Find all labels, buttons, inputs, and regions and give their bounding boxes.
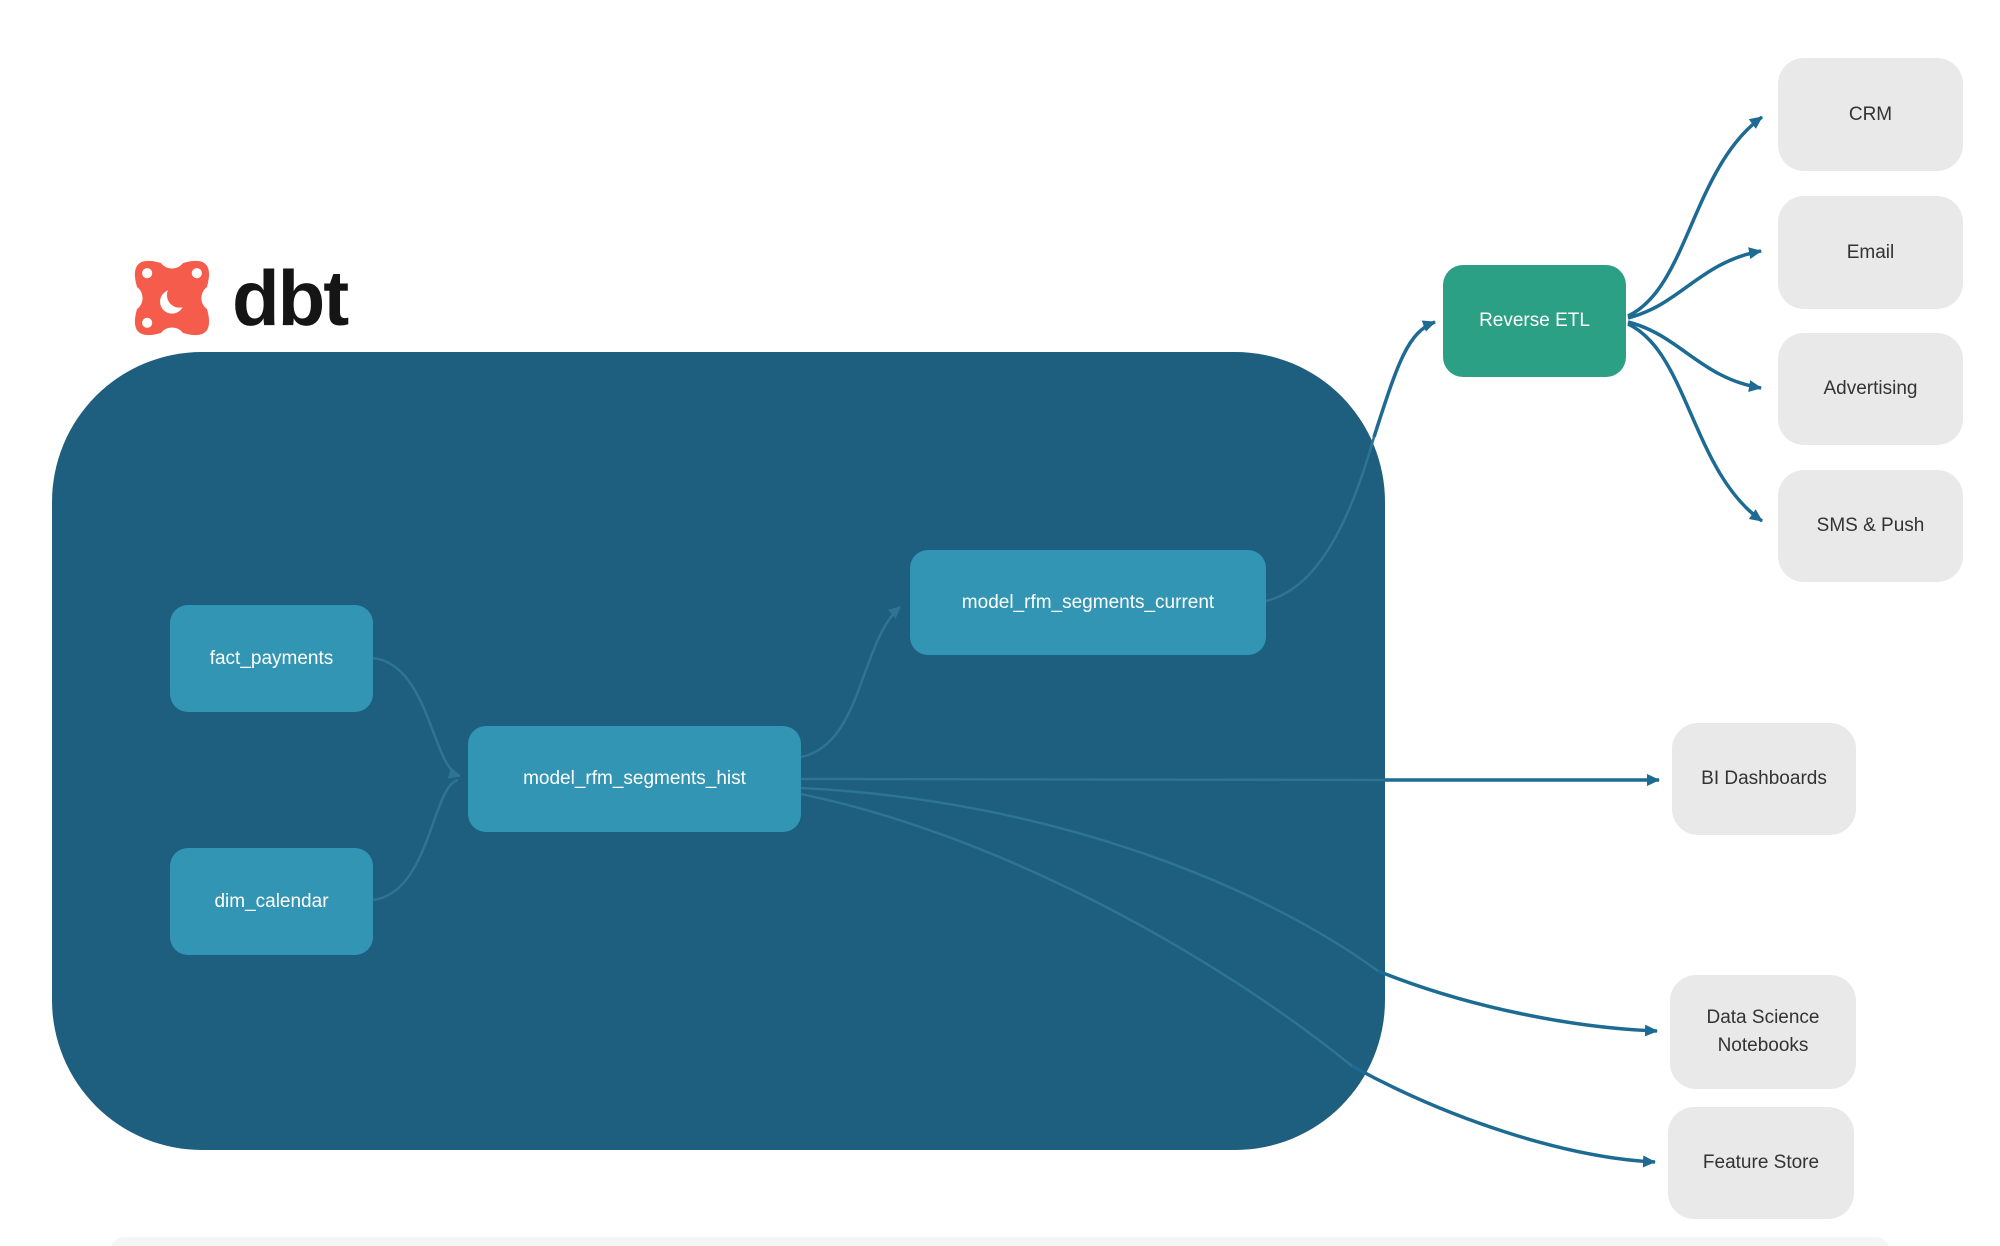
node-feature-store[interactable]: Feature Store	[1668, 1107, 1854, 1219]
edge-reverse-etl-to-advertising	[1627, 320, 1762, 392]
node-model-rfm-segments-hist[interactable]: model_rfm_segments_hist	[468, 726, 801, 832]
dbt-logo-text: dbt	[232, 254, 349, 342]
node-reverse-etl[interactable]: Reverse ETL	[1443, 265, 1626, 377]
edge-hist-to-feature-store	[1351, 1064, 1656, 1168]
node-model-rfm-segments-current[interactable]: model_rfm_segments_current	[910, 550, 1266, 655]
edge-reverse-etl-to-crm	[1627, 115, 1764, 318]
node-sms-push[interactable]: SMS & Push	[1778, 470, 1963, 582]
node-data-science-notebooks[interactable]: Data Science Notebooks	[1670, 975, 1856, 1089]
edge-reverse-etl-to-sms	[1627, 322, 1764, 523]
node-fact-payments[interactable]: fact_payments	[170, 605, 373, 712]
node-advertising[interactable]: Advertising	[1778, 333, 1963, 445]
node-crm[interactable]: CRM	[1778, 58, 1963, 171]
dbt-logo: dbt	[126, 252, 349, 344]
node-bi-dashboards[interactable]: BI Dashboards	[1672, 723, 1856, 835]
node-dim-calendar[interactable]: dim_calendar	[170, 848, 373, 955]
bottom-cropped-panel	[110, 1237, 1890, 1246]
node-email[interactable]: Email	[1778, 196, 1963, 309]
edge-hist-to-data-science	[1377, 969, 1658, 1037]
dbt-star-icon	[126, 252, 218, 344]
edge-reverse-etl-to-email	[1627, 247, 1762, 320]
edge-current-to-reverse-etl	[1372, 320, 1436, 438]
